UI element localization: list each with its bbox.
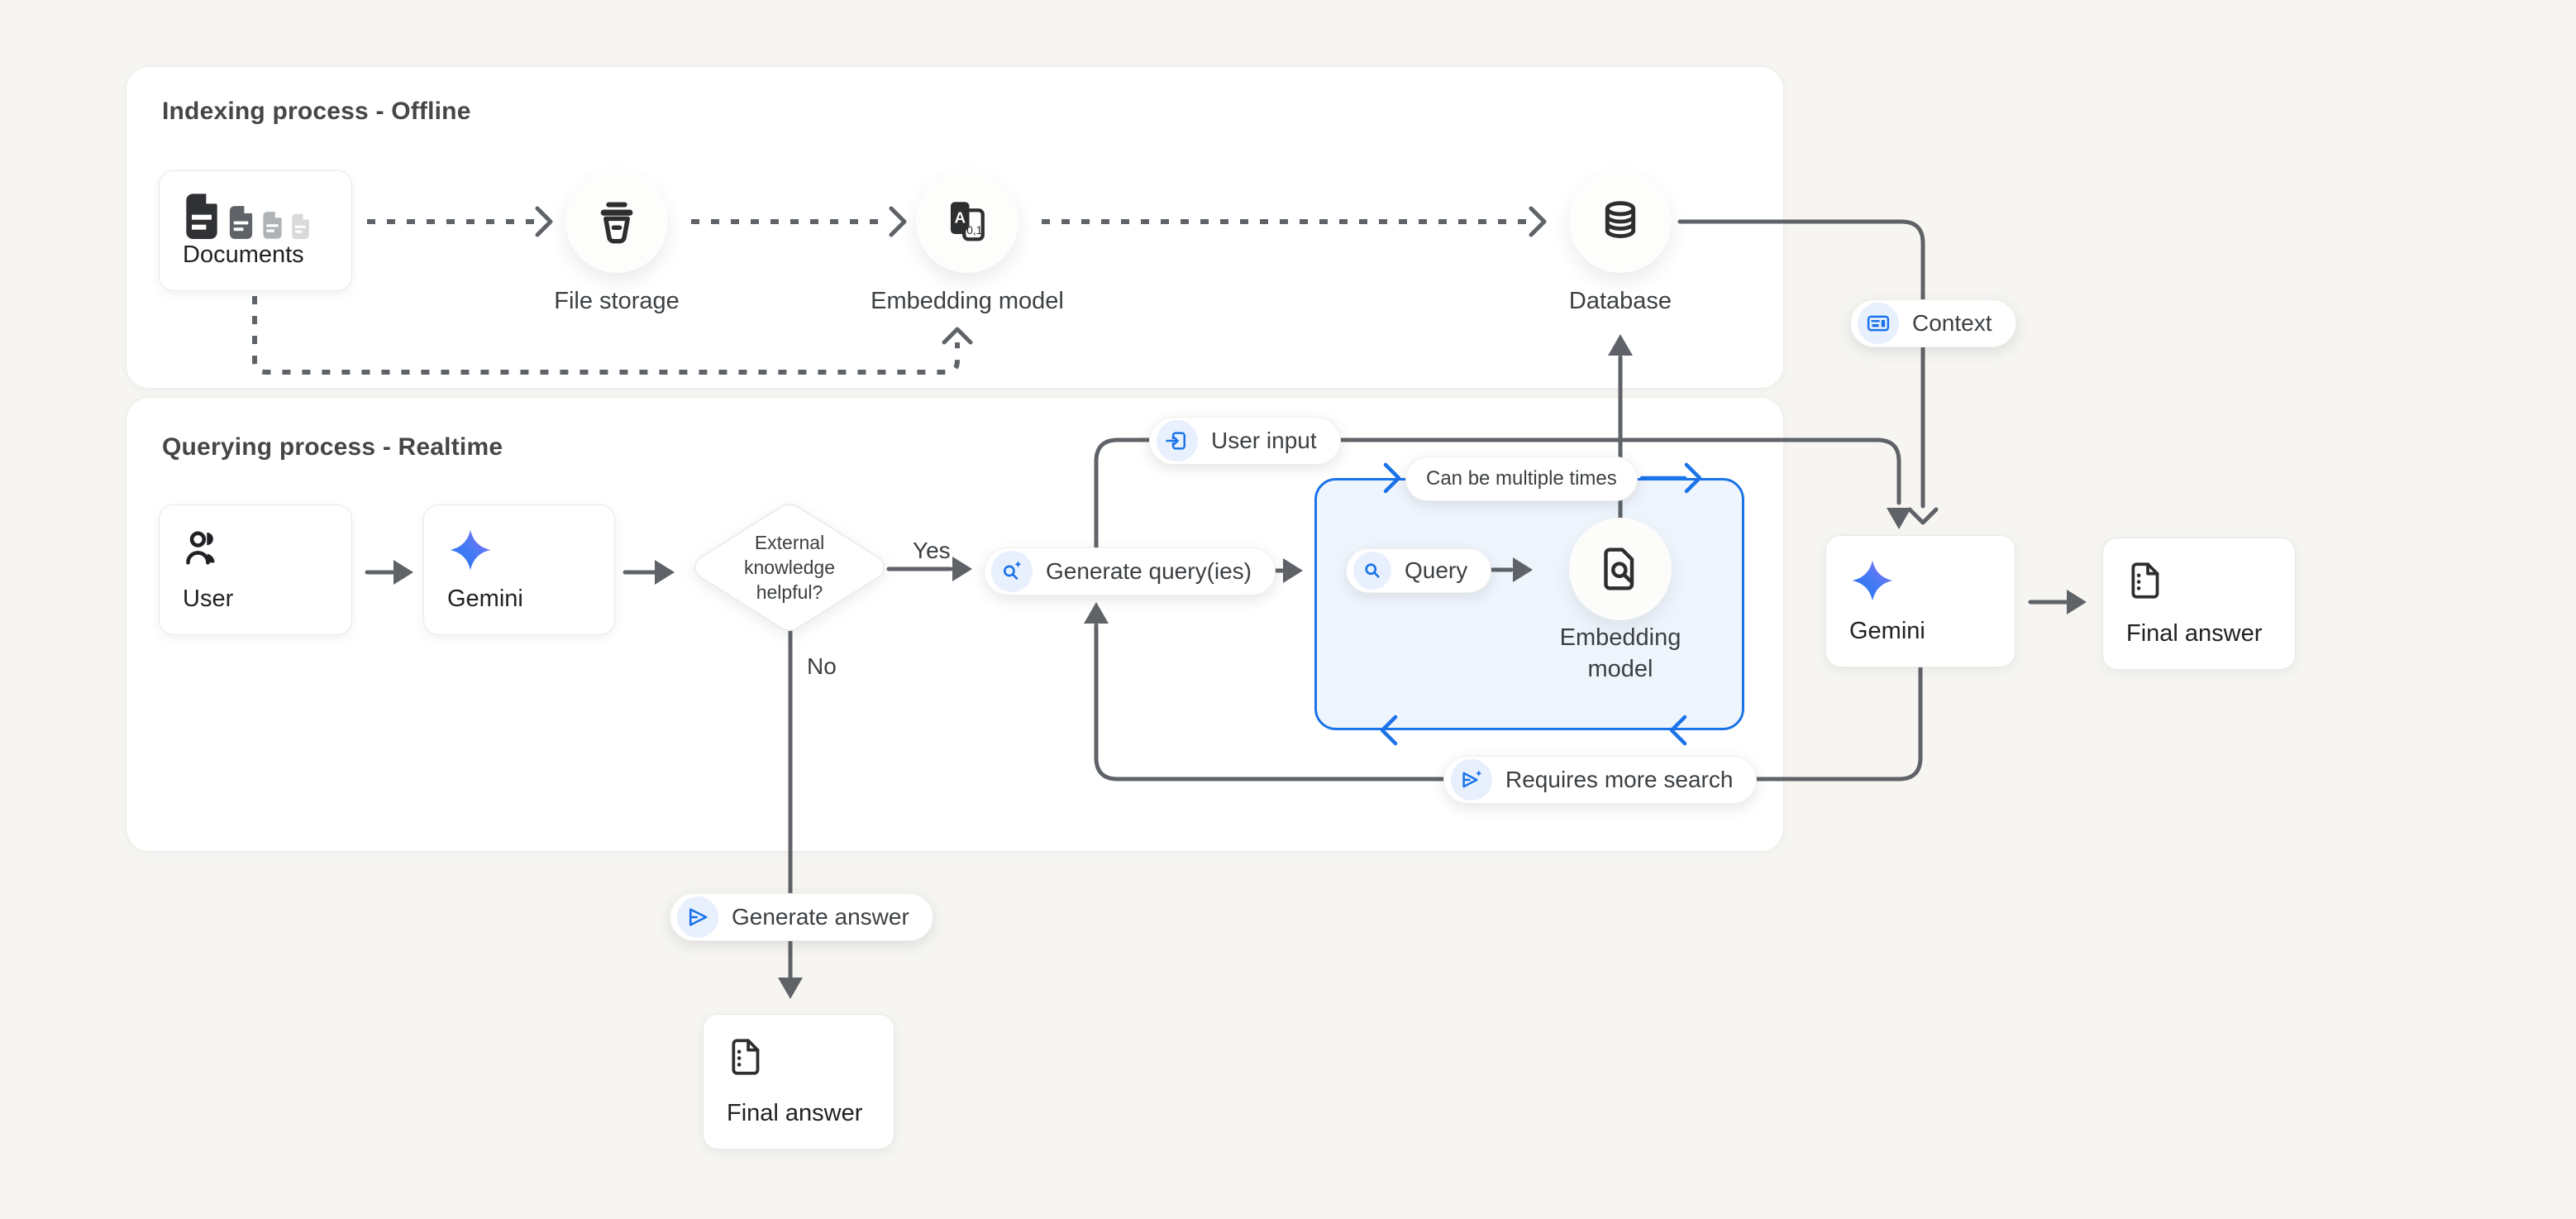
query-pill: Query bbox=[1346, 548, 1491, 593]
send-sparkle-icon bbox=[1451, 759, 1492, 801]
final-answer-right-label: Final answer bbox=[2126, 620, 2272, 648]
user-card: User bbox=[159, 504, 352, 635]
gemini-card-secondary: Gemini bbox=[1825, 535, 2015, 667]
can-be-multiple-times-pill: Can be multiple times bbox=[1405, 457, 1638, 501]
querying-panel-title: Querying process - Realtime bbox=[162, 433, 503, 461]
gemini-star-icon bbox=[447, 527, 494, 573]
user-input-pill: User input bbox=[1149, 417, 1341, 465]
file-storage-label: File storage bbox=[484, 288, 749, 315]
answer-document-icon bbox=[2126, 560, 2168, 601]
retrieval-loop-box bbox=[1314, 478, 1744, 730]
user-input-pill-label: User input bbox=[1211, 428, 1317, 454]
search-sparkle-icon bbox=[991, 551, 1033, 592]
embedding-model-indexing-label: Embedding model bbox=[835, 288, 1100, 315]
user-label: User bbox=[183, 586, 328, 613]
documents-label: Documents bbox=[183, 241, 328, 269]
context-icon bbox=[1858, 303, 1899, 344]
context-pill: Context bbox=[1850, 299, 2016, 347]
no-label: No bbox=[807, 653, 837, 680]
embedding-model-icon: 0,1 A bbox=[942, 197, 992, 246]
input-icon bbox=[1157, 420, 1198, 461]
final-answer-card-bottom: Final answer bbox=[703, 1014, 894, 1150]
bucket-icon bbox=[593, 198, 641, 246]
query-pill-label: Query bbox=[1405, 557, 1467, 584]
yes-label: Yes bbox=[913, 538, 951, 564]
document-search-icon bbox=[1597, 546, 1643, 592]
final-answer-card-right: Final answer bbox=[2102, 538, 2296, 670]
requires-more-search-pill: Requires more search bbox=[1443, 756, 1757, 804]
documents-icon bbox=[183, 193, 328, 239]
generate-answer-pill: Generate answer bbox=[670, 893, 933, 941]
embedding-model-indexing-node: 0,1 A bbox=[916, 170, 1018, 273]
answer-document-icon bbox=[727, 1036, 768, 1078]
generate-queries-pill-label: Generate query(ies) bbox=[1046, 558, 1252, 585]
database-label: Database bbox=[1488, 288, 1753, 315]
users-icon bbox=[183, 527, 226, 570]
send-icon bbox=[677, 896, 718, 938]
requires-more-search-pill-label: Requires more search bbox=[1505, 767, 1733, 793]
decision-text: External knowledge helpful? bbox=[690, 503, 889, 632]
context-pill-label: Context bbox=[1912, 310, 1992, 337]
file-storage-node bbox=[565, 170, 668, 273]
search-icon bbox=[1353, 552, 1391, 590]
embedding-model-querying-node bbox=[1569, 518, 1672, 620]
decision-diamond: External knowledge helpful? bbox=[690, 503, 889, 632]
indexing-panel-title: Indexing process - Offline bbox=[162, 98, 471, 126]
generate-queries-pill: Generate query(ies) bbox=[984, 547, 1276, 595]
gemini-card-primary: Gemini bbox=[423, 504, 615, 635]
database-icon bbox=[1596, 198, 1644, 246]
generate-answer-pill-label: Generate answer bbox=[732, 904, 909, 930]
database-node bbox=[1569, 170, 1672, 273]
documents-card: Documents bbox=[159, 170, 352, 291]
final-answer-bottom-label: Final answer bbox=[727, 1100, 871, 1127]
embedding-model-querying-label: Embedding model bbox=[1513, 622, 1728, 685]
gemini-star-icon bbox=[1849, 557, 1896, 604]
gemini-primary-label: Gemini bbox=[447, 586, 591, 613]
gemini-secondary-label: Gemini bbox=[1849, 618, 1992, 645]
svg-text:A: A bbox=[954, 208, 966, 226]
